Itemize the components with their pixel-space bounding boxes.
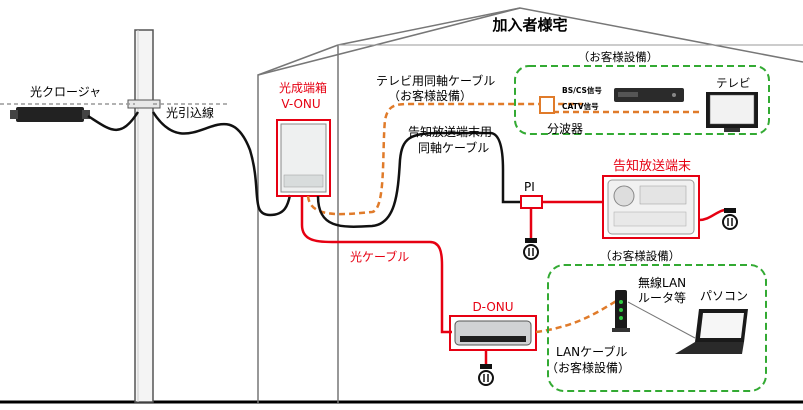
television [706, 92, 758, 132]
wireless-router-icon [612, 290, 630, 332]
tv-cable-label-1: テレビ用同軸ケーブル [376, 73, 495, 88]
broadcast-terminal [602, 175, 700, 239]
terminal-label: 告知放送端末 [613, 158, 691, 174]
router-label-1: 無線LAN [638, 275, 686, 290]
tv-cable-label-2: （お客様設備） [388, 88, 472, 103]
d-onu-label: D-ONU [472, 300, 513, 314]
utility-pole [0, 29, 230, 403]
lan-cable [535, 298, 619, 334]
tv-customer-group [514, 65, 770, 135]
broadcast-coax-cable [316, 131, 520, 228]
lan-cable-label-1: LANケーブル [556, 344, 627, 359]
drop-wire-closure [87, 111, 140, 132]
coax-label-1: 告知放送端末用 [408, 124, 492, 139]
v-onu-label-2: V-ONU [281, 97, 320, 111]
fiber-label: 光ケーブル [350, 249, 409, 264]
d-onu-power-plug-icon [478, 364, 494, 386]
pi-power-plug-icon [523, 238, 539, 260]
tv-label: テレビ [716, 76, 751, 90]
optical-closure [10, 107, 90, 122]
lan-group-label: （お客様設備） [600, 249, 681, 263]
pi-device [520, 195, 543, 209]
pc-label: パソコン [700, 289, 748, 303]
house-title: 加入者様宅 [491, 16, 567, 34]
signal-catv-label: CATV信号 [562, 101, 599, 111]
coax-label-2: 同軸ケーブル [418, 140, 489, 155]
dropwire-label: 光引込線 [166, 105, 214, 120]
terminal-power-plug-icon [722, 208, 738, 230]
fiber-cable [300, 196, 452, 334]
tv-group-label: （お客様設備） [578, 50, 659, 64]
laptop-icon [675, 309, 748, 354]
v-onu-label-1: 光成端箱 [279, 80, 327, 95]
tv-coax-cable [306, 102, 583, 216]
pi-label: PI [524, 180, 535, 194]
lan-cable-label-2: （お客様設備） [546, 360, 630, 375]
signal-bs-label: BS/CS信号 [562, 85, 602, 95]
closure-label: 光クロージャ [30, 85, 101, 99]
drop-wire-to-onu [151, 111, 292, 217]
router-label-2: ルータ等 [638, 291, 686, 305]
splitter [539, 96, 555, 114]
d-onu-box [449, 315, 537, 351]
tuner-box [614, 88, 684, 102]
wireless-link [627, 301, 696, 339]
lan-customer-group [547, 264, 767, 392]
v-onu-box [276, 119, 331, 197]
splitter-label: 分波器 [547, 122, 583, 136]
